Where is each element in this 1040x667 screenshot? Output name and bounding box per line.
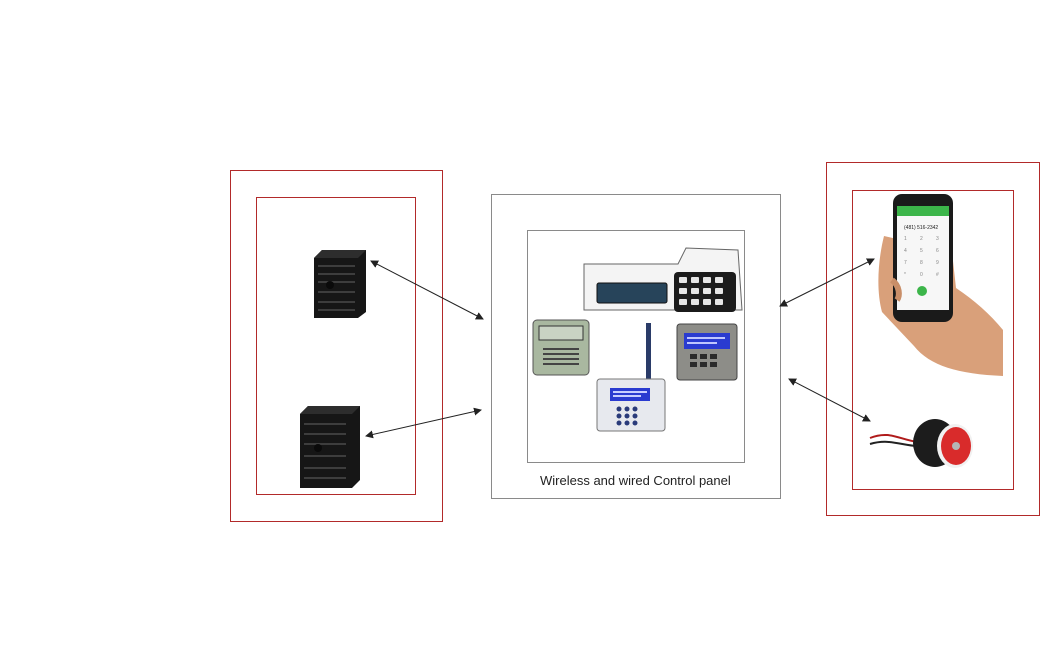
arrow-panel-to-siren (788, 378, 871, 422)
svg-text:4: 4 (904, 248, 907, 254)
sensor-cube-2-icon (300, 406, 360, 488)
sensor-cube-1-icon (314, 250, 366, 318)
svg-text:1: 1 (904, 236, 907, 242)
lcd-keypad-panel-icon (676, 323, 738, 381)
arrow-panel-to-phone (779, 258, 875, 307)
sensors-group-inner-frame (256, 197, 416, 495)
svg-text:*: * (904, 272, 906, 278)
antenna-icon (646, 323, 651, 383)
siren-icon (869, 419, 973, 468)
svg-text:7: 7 (904, 260, 907, 266)
speaker-panel-icon (532, 319, 590, 376)
svg-text:2: 2 (920, 236, 923, 242)
control-panel-caption: Wireless and wired Control panel (540, 473, 731, 488)
control-panel-inner-frame (527, 230, 745, 463)
wireless-panel-icon (596, 378, 666, 432)
svg-text:8: 8 (920, 260, 923, 266)
svg-text:9: 9 (936, 260, 939, 266)
arrow-sensor-1-to-panel (370, 260, 484, 320)
svg-text:#: # (936, 272, 939, 278)
smartphone-icon: (481) 516-2342 1 2 3 4 5 6 7 8 9 * 0 # (878, 194, 1003, 376)
svg-text:0: 0 (920, 272, 923, 278)
sensors-group-outer-frame (230, 170, 443, 522)
control-panel-outer-frame (491, 194, 781, 499)
keypad-panel-icon (583, 247, 743, 312)
connection-arrows (365, 258, 875, 439)
svg-text:3: 3 (936, 236, 939, 242)
outputs-group-inner-frame (852, 190, 1014, 490)
svg-text:5: 5 (920, 248, 923, 254)
phone-number: (481) 516-2342 (904, 225, 938, 231)
arrow-sensor-2-to-panel (365, 407, 482, 439)
svg-text:6: 6 (936, 248, 939, 254)
